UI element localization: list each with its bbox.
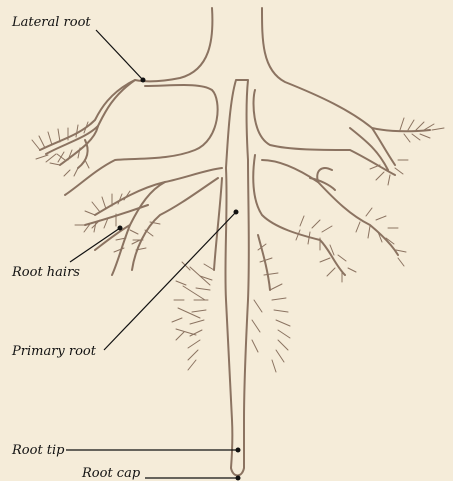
primary-root-leader bbox=[104, 212, 236, 350]
root-hairs-label: Root hairs bbox=[11, 265, 80, 280]
root-cap-dot bbox=[236, 476, 241, 481]
middle-left-lateral-root bbox=[85, 168, 222, 275]
root-hairs-leader bbox=[70, 228, 120, 262]
lateral-root-leader bbox=[96, 30, 143, 80]
upper-left-lateral-root bbox=[40, 8, 218, 195]
root-cap-label: Root cap bbox=[81, 466, 141, 481]
lateral-root-dot bbox=[141, 78, 146, 83]
primary-root bbox=[225, 80, 248, 476]
root-tip-label: Root tip bbox=[11, 443, 65, 458]
root-tip-dot bbox=[236, 448, 241, 453]
upper-right-lateral-root bbox=[254, 8, 430, 175]
primary-root-label: Primary root bbox=[11, 344, 97, 359]
primary-root-dot bbox=[234, 210, 239, 215]
root-hairs-dot bbox=[118, 226, 123, 231]
lateral-root-label: Lateral root bbox=[11, 15, 91, 30]
middle-right-lateral-root bbox=[253, 155, 398, 275]
